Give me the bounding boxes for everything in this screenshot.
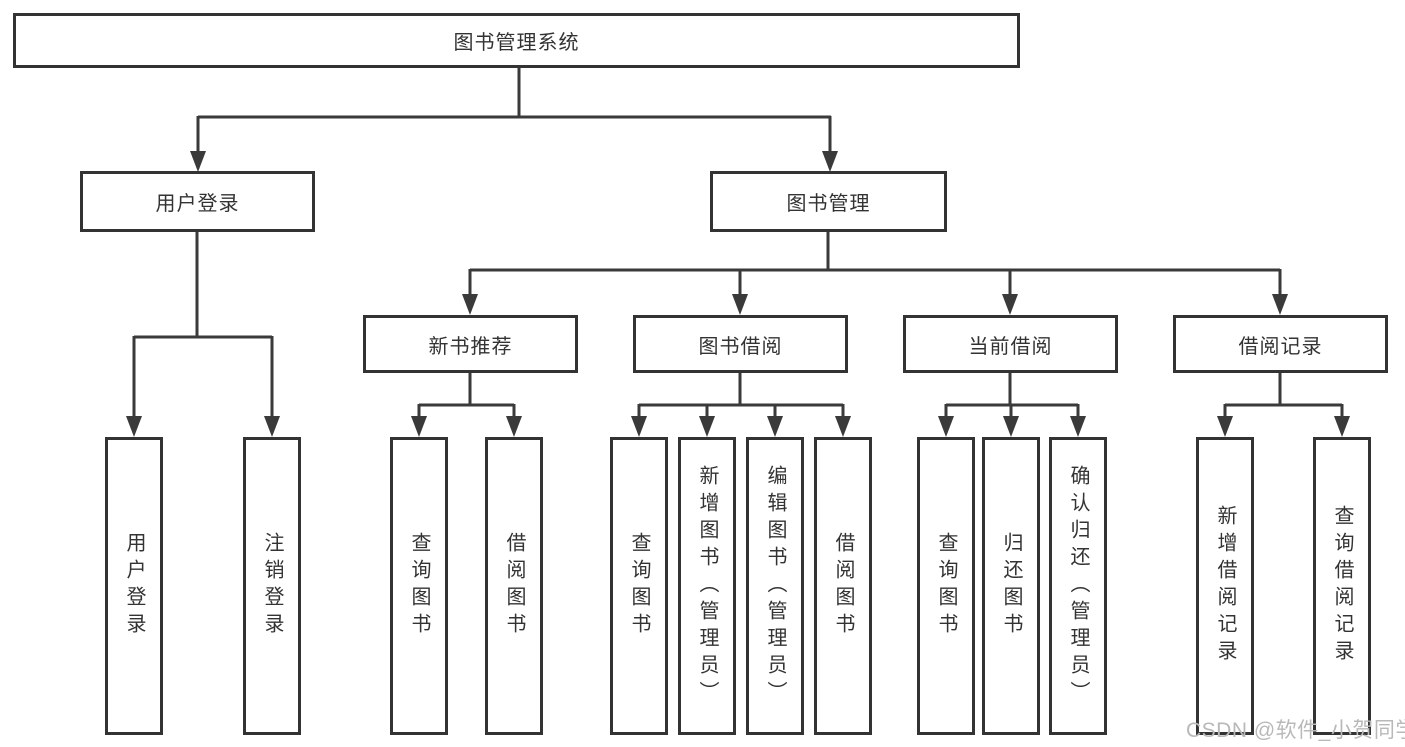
node-leaf-user-login: 用户登录 (105, 437, 163, 735)
node-label: 借阅图书 (832, 532, 854, 640)
node-book-management: 图书管理 (710, 171, 947, 232)
node-label: 编辑图书（管理员） (764, 464, 786, 708)
node-leaf-logout: 注销登录 (243, 437, 301, 735)
node-label: 注销登录 (261, 532, 283, 640)
node-label: 新增借阅记录 (1214, 505, 1236, 667)
node-book-borrowing: 图书借阅 (633, 315, 848, 373)
watermark: CSDN @软件_小贺同学 (1186, 719, 1405, 742)
node-user-login: 用户登录 (80, 171, 315, 232)
node-leaf-borrow-books-1: 借阅图书 (485, 437, 543, 735)
node-current-borrowing: 当前借阅 (903, 315, 1118, 373)
node-label: 确认归还（管理员） (1067, 464, 1089, 708)
node-leaf-query-books-3: 查询图书 (917, 437, 975, 735)
node-new-book-recommend: 新书推荐 (363, 315, 578, 373)
node-borrowing-records: 借阅记录 (1173, 315, 1388, 373)
node-leaf-add-books-admin: 新增图书（管理员） (678, 437, 736, 735)
node-label: 归还图书 (1000, 532, 1022, 640)
node-label: 查询图书 (408, 532, 430, 640)
arrowheads (126, 151, 1350, 437)
node-label: 新增图书（管理员） (696, 464, 718, 708)
node-label: 用户登录 (123, 532, 145, 640)
node-leaf-confirm-return-admin: 确认归还（管理员） (1049, 437, 1107, 735)
node-label: 借阅图书 (503, 532, 525, 640)
node-leaf-query-borrow-record: 查询借阅记录 (1313, 437, 1371, 735)
node-label: 查询图书 (935, 532, 957, 640)
node-leaf-return-books: 归还图书 (982, 437, 1040, 735)
node-label: 查询图书 (628, 532, 650, 640)
node-label: 查询借阅记录 (1331, 505, 1353, 667)
node-leaf-borrow-books-2: 借阅图书 (814, 437, 872, 735)
node-leaf-query-books-2: 查询图书 (610, 437, 668, 735)
node-root: 图书管理系统 (13, 13, 1020, 68)
node-leaf-add-borrow-record: 新增借阅记录 (1196, 437, 1254, 735)
node-leaf-edit-books-admin: 编辑图书（管理员） (746, 437, 804, 735)
node-leaf-query-books-1: 查询图书 (390, 437, 448, 735)
